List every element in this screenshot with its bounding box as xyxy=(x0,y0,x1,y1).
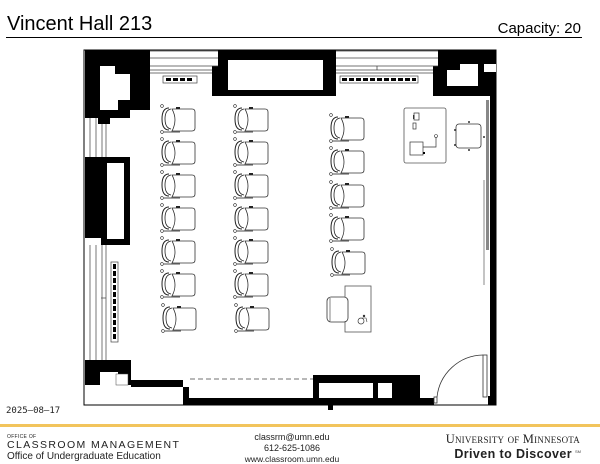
sub-department-name: Office of Undergraduate Education xyxy=(7,451,161,462)
room-title: Vincent Hall 213 xyxy=(7,13,153,35)
plan-date: 2025–08–17 xyxy=(6,406,61,416)
department-name: CLASSROOM MANAGEMENT xyxy=(7,439,181,451)
contact-phone: 612-625-1086 xyxy=(263,443,321,453)
floor-plan xyxy=(83,49,497,410)
seating-column-2 xyxy=(233,104,270,333)
heater-north-left xyxy=(162,75,198,84)
university-tagline: Driven to Discover xyxy=(454,447,572,461)
seating-column-1 xyxy=(160,104,197,333)
west-window-lower xyxy=(89,245,107,360)
contact-website[interactable]: www.classroom.umn.edu xyxy=(244,454,340,464)
east-wall xyxy=(490,96,496,396)
contact-email[interactable]: classrm@umn.edu xyxy=(254,432,330,442)
footer-accent-bar xyxy=(0,424,600,427)
north-wall xyxy=(85,50,496,124)
entry-door xyxy=(433,354,488,404)
university-name: University of Minnesota xyxy=(445,432,580,446)
south-wall xyxy=(183,375,496,410)
west-window-upper xyxy=(89,118,107,157)
heater-west xyxy=(110,261,119,343)
instructor-chair xyxy=(454,121,485,151)
whiteboard xyxy=(483,100,489,285)
north-window-left xyxy=(150,50,218,74)
capacity-label: Capacity: 20 xyxy=(497,20,581,37)
title-divider xyxy=(6,37,582,38)
office-of-label: OFFICE OF xyxy=(7,434,37,440)
seating-column-3 xyxy=(329,113,366,277)
instructor-desk xyxy=(403,107,447,164)
service-mark: SM xyxy=(575,449,581,454)
west-wall xyxy=(85,157,189,405)
accessible-table xyxy=(326,285,372,333)
heater-north-right xyxy=(339,75,419,84)
north-window-right xyxy=(336,50,438,74)
